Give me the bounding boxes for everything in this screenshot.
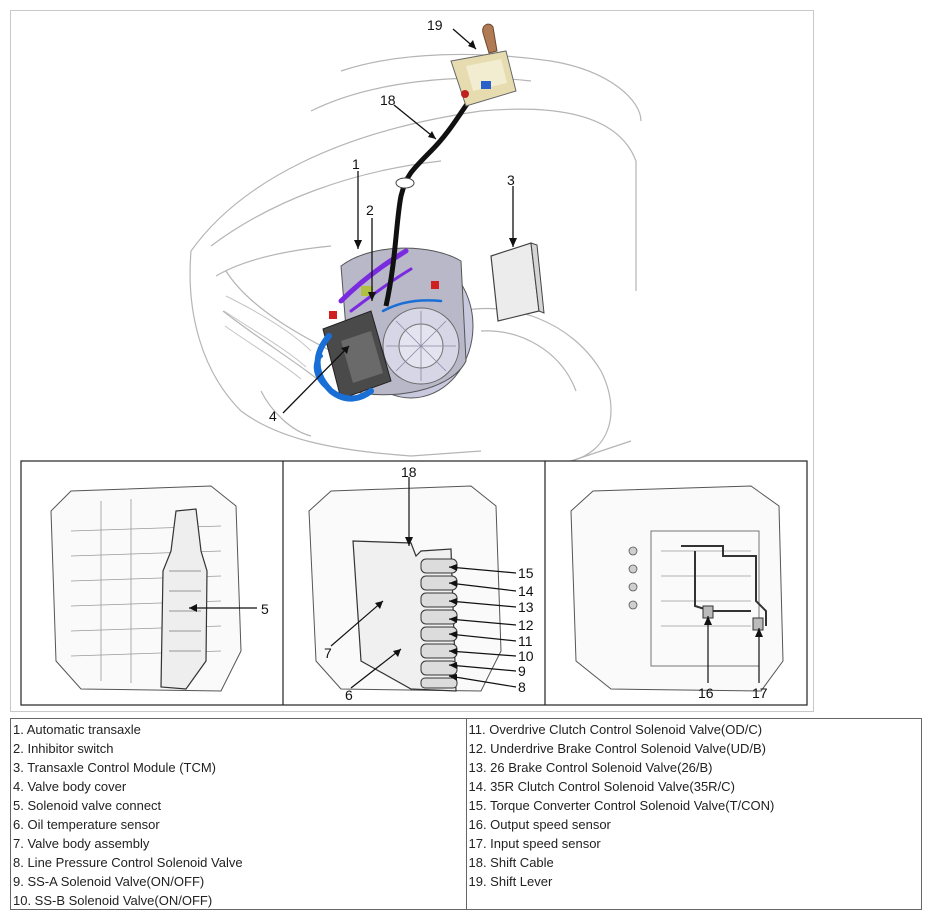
legend-item: 9. SS-A Solenoid Valve(ON/OFF): [13, 874, 205, 889]
legend-item: 10. SS-B Solenoid Valve(ON/OFF): [13, 893, 213, 908]
callout-7: 7: [324, 645, 332, 661]
callout-3: 3: [507, 172, 515, 188]
legend-item: 12. Underdrive Brake Control Solenoid Va…: [468, 741, 766, 756]
diagram-svg: 19 18 1 2 3 4 5: [20, 17, 808, 706]
callout-5: 5: [261, 601, 269, 617]
panel-3-speed-sensors: 16 17: [570, 485, 784, 701]
legend-item: 18. Shift Cable: [468, 855, 554, 870]
parts-legend-table: 1. Automatic transaxle 2. Inhibitor swit…: [10, 718, 922, 910]
legend-item: 19. Shift Lever: [468, 874, 553, 889]
callout-2: 2: [366, 202, 374, 218]
panel-1-valve-body: 5: [50, 485, 269, 692]
legend-item: 13. 26 Brake Control Solenoid Valve(26/B…: [468, 760, 713, 775]
legend-item: 7. Valve body assembly: [13, 836, 150, 851]
legend-item: 3. Transaxle Control Module (TCM): [13, 760, 217, 775]
legend-column-right: 11. Overdrive Clutch Control Solenoid Va…: [467, 719, 922, 909]
callout-17: 17: [752, 685, 768, 701]
callout-18-panel: 18: [401, 464, 417, 480]
transaxle: [322, 247, 474, 400]
tcm-module: [490, 242, 545, 322]
shift-lever: [450, 23, 517, 107]
legend-item: 1. Automatic transaxle: [13, 722, 141, 737]
legend-item: 8. Line Pressure Control Solenoid Valve: [13, 855, 243, 870]
legend-item: 4. Valve body cover: [13, 779, 127, 794]
callout-12: 12: [518, 617, 534, 633]
legend-item: 5. Solenoid valve connect: [13, 798, 162, 813]
grille: [223, 295, 312, 380]
callout-13: 13: [518, 599, 534, 615]
legend-item: 15. Torque Converter Control Solenoid Va…: [468, 798, 775, 813]
callout-1: 1: [352, 156, 360, 172]
legend-item: 11. Overdrive Clutch Control Solenoid Va…: [468, 722, 763, 737]
callout-19: 19: [427, 17, 443, 33]
callout-18: 18: [380, 92, 396, 108]
legend-item: 2. Inhibitor switch: [13, 741, 114, 756]
callout-10: 10: [518, 648, 534, 664]
legend-column-left: 1. Automatic transaxle 2. Inhibitor swit…: [11, 719, 467, 909]
callout-16: 16: [698, 685, 714, 701]
callout-11: 11: [518, 633, 533, 649]
callout-9: 9: [518, 663, 526, 679]
callout-14: 14: [518, 583, 534, 599]
top-arrowheads: [341, 40, 517, 354]
vehicle-outline: [189, 53, 642, 462]
callout-4: 4: [269, 408, 277, 424]
diagram-figure: 19 18 1 2 3 4 5: [10, 10, 814, 712]
legend-item: 16. Output speed sensor: [468, 817, 611, 832]
legend-item: 14. 35R Clutch Control Solenoid Valve(35…: [468, 779, 735, 794]
panel-2-solenoids: 18 15 14 13 12 11 10 9 8 7 6: [308, 464, 534, 703]
callout-6: 6: [345, 687, 353, 703]
legend-item: 17. Input speed sensor: [468, 836, 601, 851]
callout-15: 15: [518, 565, 534, 581]
callout-8: 8: [518, 679, 526, 695]
legend-item: 6. Oil temperature sensor: [13, 817, 160, 832]
